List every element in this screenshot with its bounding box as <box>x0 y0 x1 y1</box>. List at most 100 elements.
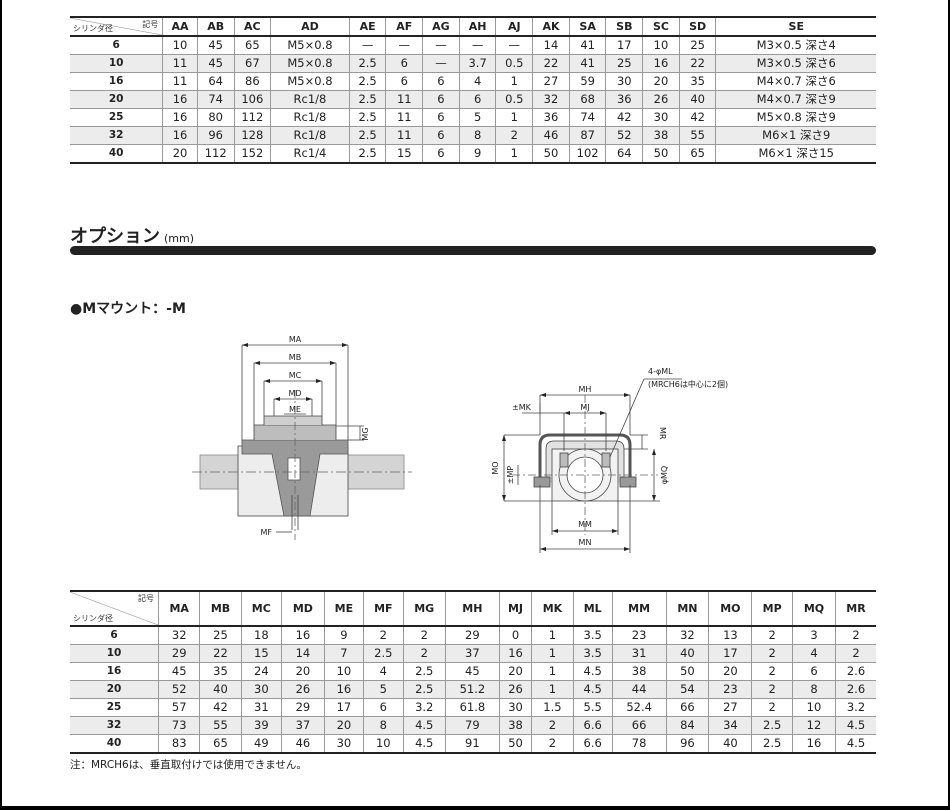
table-cell: 29 <box>281 698 325 717</box>
table-cell: 10 <box>162 35 198 55</box>
table-cell: 6 <box>385 54 424 73</box>
row-bore-size: 32 <box>70 716 159 735</box>
table-cell: 16 <box>281 625 325 645</box>
table-cell: 84 <box>665 716 710 735</box>
table-cell: 4 <box>791 644 837 663</box>
table-cell: 0 <box>498 625 533 645</box>
table-cell: 26 <box>642 90 680 109</box>
table-cell: 52.4 <box>611 698 667 717</box>
table-cell: 38 <box>611 662 667 681</box>
table-cell: 24 <box>240 662 283 681</box>
table-cell: 0.5 <box>495 90 534 109</box>
table-cell: 61.8 <box>444 698 500 717</box>
table-cell: 64 <box>605 144 644 164</box>
label-ma: MA <box>289 335 302 344</box>
table-cell: 2 <box>402 625 446 645</box>
table-cell: 4.5 <box>835 734 876 754</box>
table-cell: 20 <box>281 662 325 681</box>
table-cell: 73 <box>157 716 201 735</box>
table-cell: — <box>348 35 387 55</box>
table-cell: — <box>422 54 460 73</box>
table-cell: — <box>422 35 460 55</box>
corner-label-symbol: 記号 <box>142 20 159 29</box>
table-cell: 25 <box>199 625 242 645</box>
table-cell: 15 <box>240 644 283 663</box>
table-cell: 39 <box>240 716 283 735</box>
table-cell: 29 <box>157 644 201 663</box>
table-cell: 10 <box>642 35 680 55</box>
table-cell: 20 <box>323 716 365 735</box>
corner-label-bore: シリンダ径 <box>73 614 113 623</box>
table-cell: 5 <box>363 680 404 699</box>
table-cell: 49 <box>240 734 283 754</box>
label-mp: ±MP <box>506 466 515 485</box>
table-cell: 1 <box>531 644 574 663</box>
table-cell: 52 <box>157 680 201 699</box>
table-cell: 23 <box>611 625 667 645</box>
table-corner-header: 記号シリンダ径 <box>70 590 159 627</box>
table-cell: 16 <box>323 680 365 699</box>
table-cell: 25 <box>605 54 644 73</box>
table-cell: 4.5 <box>572 662 613 681</box>
table-cell: 20 <box>642 72 680 91</box>
table-cell: 38 <box>642 126 680 145</box>
label-mm: MM <box>578 520 592 529</box>
table-cell: 6.6 <box>572 716 613 735</box>
table-cell: 96 <box>665 734 710 754</box>
table-cell: 37 <box>444 644 500 663</box>
column-header-ah: AH <box>458 16 497 37</box>
table-cell: 2 <box>751 680 793 699</box>
table-cell: 22 <box>532 54 570 73</box>
table-cell: 112 <box>196 144 235 164</box>
column-header-mm: MM <box>611 590 667 627</box>
row-bore-size: 25 <box>70 698 159 717</box>
table-cell: 4.5 <box>572 680 613 699</box>
table-cell: 32 <box>157 625 201 645</box>
table-cell: 8 <box>363 716 404 735</box>
table-cell: M3×0.5 深さ4 <box>715 35 876 55</box>
table-cell: 37 <box>281 716 325 735</box>
table-cell: 2.5 <box>363 644 404 663</box>
table-cell: 1 <box>531 662 574 681</box>
table-cell: 40 <box>665 644 710 663</box>
table-cell: 67 <box>233 54 272 73</box>
table-cell: 27 <box>708 698 753 717</box>
table-cell: 29 <box>444 625 500 645</box>
table-cell: 55 <box>678 126 717 145</box>
table-cell: 44 <box>611 680 667 699</box>
table-cell: 22 <box>199 644 242 663</box>
table-cell: 34 <box>708 716 753 735</box>
table-cell: 6 <box>422 108 460 127</box>
table-cell: 54 <box>665 680 710 699</box>
table-cell: 1 <box>495 72 534 91</box>
table-cell: 26 <box>498 680 533 699</box>
table-cell: 79 <box>444 716 500 735</box>
table-cell: 6 <box>422 72 460 91</box>
table-cell: 46 <box>532 126 570 145</box>
table-cell: 2.5 <box>402 662 446 681</box>
label-mb: MB <box>289 353 301 362</box>
column-header-mn: MN <box>665 590 710 627</box>
column-header-sc: SC <box>642 16 680 37</box>
label-mq: φMQ <box>660 466 669 484</box>
table-cell: 128 <box>233 126 272 145</box>
table-cell: 6 <box>422 144 460 164</box>
table-cell: 22 <box>678 54 717 73</box>
table-cell: M5×0.8 深さ9 <box>715 108 876 127</box>
table-cell: 11 <box>385 126 424 145</box>
row-bore-size: 40 <box>70 144 164 164</box>
row-bore-size: 10 <box>70 644 159 663</box>
table-cell: 35 <box>678 72 717 91</box>
column-header-mh: MH <box>444 590 500 627</box>
table-cell: 45 <box>157 662 201 681</box>
table-cell: 50 <box>532 144 570 164</box>
section-title: オプション(mm) <box>70 222 194 248</box>
column-header-sd: SD <box>678 16 717 37</box>
table-cell: 74 <box>568 108 607 127</box>
table-cell: M4×0.7 深さ9 <box>715 90 876 109</box>
table-cell: 57 <box>157 698 201 717</box>
